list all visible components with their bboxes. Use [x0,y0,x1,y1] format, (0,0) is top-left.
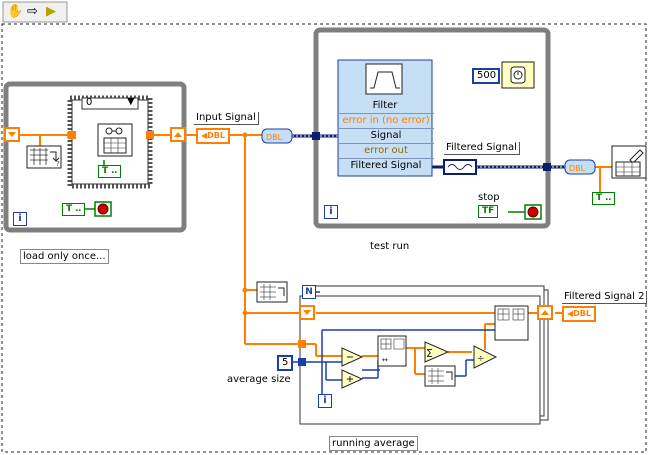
count-terminal: N [302,285,316,299]
svg-text:DBL: DBL [266,133,283,142]
toolbar-frame [2,1,68,23]
hand-icon[interactable]: ✋ [7,4,24,19]
filter-row-filtered-signal[interactable]: Filtered Signal [338,158,434,173]
chevron-down-icon[interactable]: ▼ [127,96,135,107]
sum-node: Σ [424,341,450,363]
iteration-terminal-2: i [324,205,338,219]
wait-timer-icon [501,61,535,89]
array-size-icon-2 [424,365,456,387]
stop-tf-constant[interactable]: TF [478,205,499,218]
filter-row-error-out[interactable]: error out [338,143,434,158]
filter-row-error-in[interactable]: error in (no error) [338,113,434,128]
filtered-signal-2-label: Filtered Signal 2 [562,291,648,304]
shift-registers [4,127,553,320]
outer-frame [1,23,647,453]
iteration-terminal-1: i [13,212,27,226]
replace-array-icon [494,305,529,341]
iteration-terminal-3: i [318,394,332,408]
stop-terminal-2 [524,204,542,220]
run-arrow-icon[interactable]: ▶ [46,4,56,19]
filter-title: Filter [372,100,398,111]
true-constant-3[interactable]: T ‥ [592,192,616,205]
stop-label: stop [478,192,500,203]
case-selector-value[interactable]: 0 [86,97,93,108]
add-node [341,369,364,389]
array-size-icon [256,281,288,303]
blue-wires [291,291,498,394]
subtract-node [341,347,364,367]
read-spreadsheet-icon: ? [26,145,62,169]
array-subset-icon: ↔ [377,335,407,367]
filter-express-rows[interactable]: Filter error in (no error) Signal error … [338,96,434,176]
tunnel [68,131,76,139]
wait-ms-constant[interactable]: 500 [472,68,500,84]
true-constant-1[interactable]: T ‥ [62,203,86,216]
convert-dynamic-icon-1: DBL [261,128,293,144]
stop-terminal-1 [94,201,112,217]
average-size-label: average size [227,374,291,385]
input-signal-terminal[interactable]: ◀DBL [196,128,230,144]
loop2-frame [313,27,551,229]
svg-text:?: ? [56,160,60,168]
svg-text:↔: ↔ [382,356,388,364]
running-average-label: running average [329,436,418,451]
load-once-label: load only once... [20,249,109,264]
convert-dynamic-icon-2: DBL [564,159,596,175]
arrow-right-icon[interactable]: ⇨ [27,4,38,19]
filtered-signal-indicator [443,159,477,175]
svg-text:Σ: Σ [426,347,433,360]
filtered-signal-label: Filtered Signal [444,142,520,155]
tunnel [146,131,154,139]
filtered-signal-2-terminal[interactable]: ◀DBL [562,306,596,322]
tunnel [298,340,306,348]
svg-text:÷: ÷ [477,354,485,364]
svg-text:DBL: DBL [569,164,586,173]
average-size-constant[interactable]: 5 [277,355,293,371]
filter-row-signal[interactable]: Signal [338,128,434,143]
write-spreadsheet-icon [611,145,647,179]
test-run-label: test run [370,241,410,252]
true-constant-2[interactable]: T ‥ [98,165,122,178]
loop1-frame [3,81,187,233]
input-signal-label: Input Signal [194,112,259,125]
read-file-icon [97,123,133,157]
divide-node: ÷ [473,345,498,369]
